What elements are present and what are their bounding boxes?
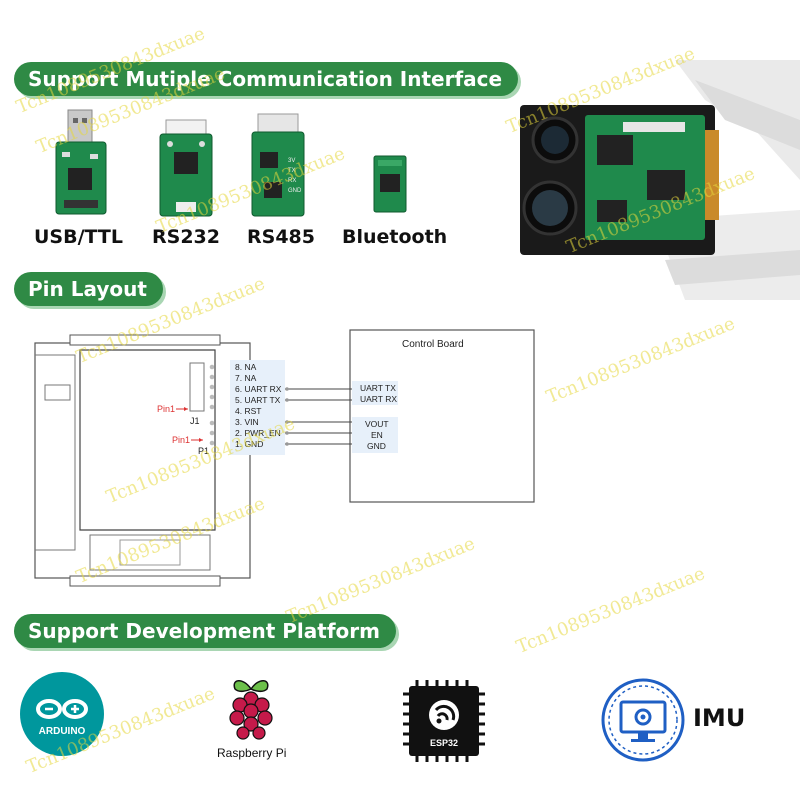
esp32-logo-text: ESP32 (430, 738, 458, 748)
bluetooth-module-image (373, 155, 407, 213)
svg-text:RX: RX (288, 178, 296, 184)
pin1-marker-j1: Pin1 (157, 404, 175, 414)
board-signal-en: EN (371, 430, 383, 440)
pin-label-1: 1. GND (235, 439, 263, 449)
board-signal-vout: VOUT (365, 419, 389, 429)
board-signal-uart-tx: UART TX (360, 383, 396, 393)
raspberry-pi-caption: Raspberry Pi (217, 746, 287, 760)
pin-label-5: 5. UART TX (235, 395, 281, 405)
control-board (349, 329, 535, 503)
pin-layout-diagram: J1 P1 Pin1 Pin1 8. NA 7. NA 6. UART RX 5… (34, 329, 535, 587)
connector-j1-label: J1 (190, 416, 200, 426)
pin-label-6: 6. UART RX (235, 384, 282, 394)
watermark: Tcn1089530843dxuae (543, 313, 739, 408)
interface-section-title: Support Mutiple Communication Interface (14, 62, 519, 96)
module-label-rs485: RS485 (247, 226, 315, 248)
arduino-logo-text: ARDUINO (39, 726, 86, 737)
board-signal-gnd: GND (367, 441, 386, 451)
module-label-bluetooth: Bluetooth (342, 226, 448, 248)
pin1-marker-p1: Pin1 (172, 435, 190, 445)
svg-text:GND: GND (288, 188, 302, 194)
imu-monitor-icon (601, 678, 685, 762)
board-signal-uart-rx: UART RX (360, 394, 397, 404)
arduino-logo: ARDUINO (20, 672, 104, 756)
control-board-title: Control Board (402, 339, 464, 350)
connector-p1-label: P1 (198, 446, 209, 456)
rs485-module-image: 3V TX RX GND (251, 113, 305, 217)
product-photo (520, 60, 800, 300)
pin-label-4: 4. RST (235, 406, 261, 416)
module-outline (34, 342, 251, 579)
pin-label-3: 3. VIN (235, 417, 259, 427)
svg-text:TX: TX (288, 168, 296, 174)
usb-ttl-module-image (55, 109, 107, 215)
pin-label-7: 7. NA (235, 373, 257, 383)
svg-text:3V: 3V (288, 158, 295, 164)
pin-label-8: 8. NA (235, 362, 257, 372)
module-label-usb-ttl: USB/TTL (34, 226, 123, 248)
pin-layout-section-title: Pin Layout (14, 272, 163, 306)
imu-label: IMU (693, 704, 746, 732)
module-label-rs232: RS232 (152, 226, 220, 248)
rs232-module-image (159, 119, 213, 217)
pin-label-2: 2. PWR_EN (235, 428, 281, 438)
raspberry-pi-logo (229, 680, 273, 740)
esp32-chip-logo: ESP32 (403, 680, 485, 762)
platform-section-title: Support Development Platform (14, 614, 396, 648)
